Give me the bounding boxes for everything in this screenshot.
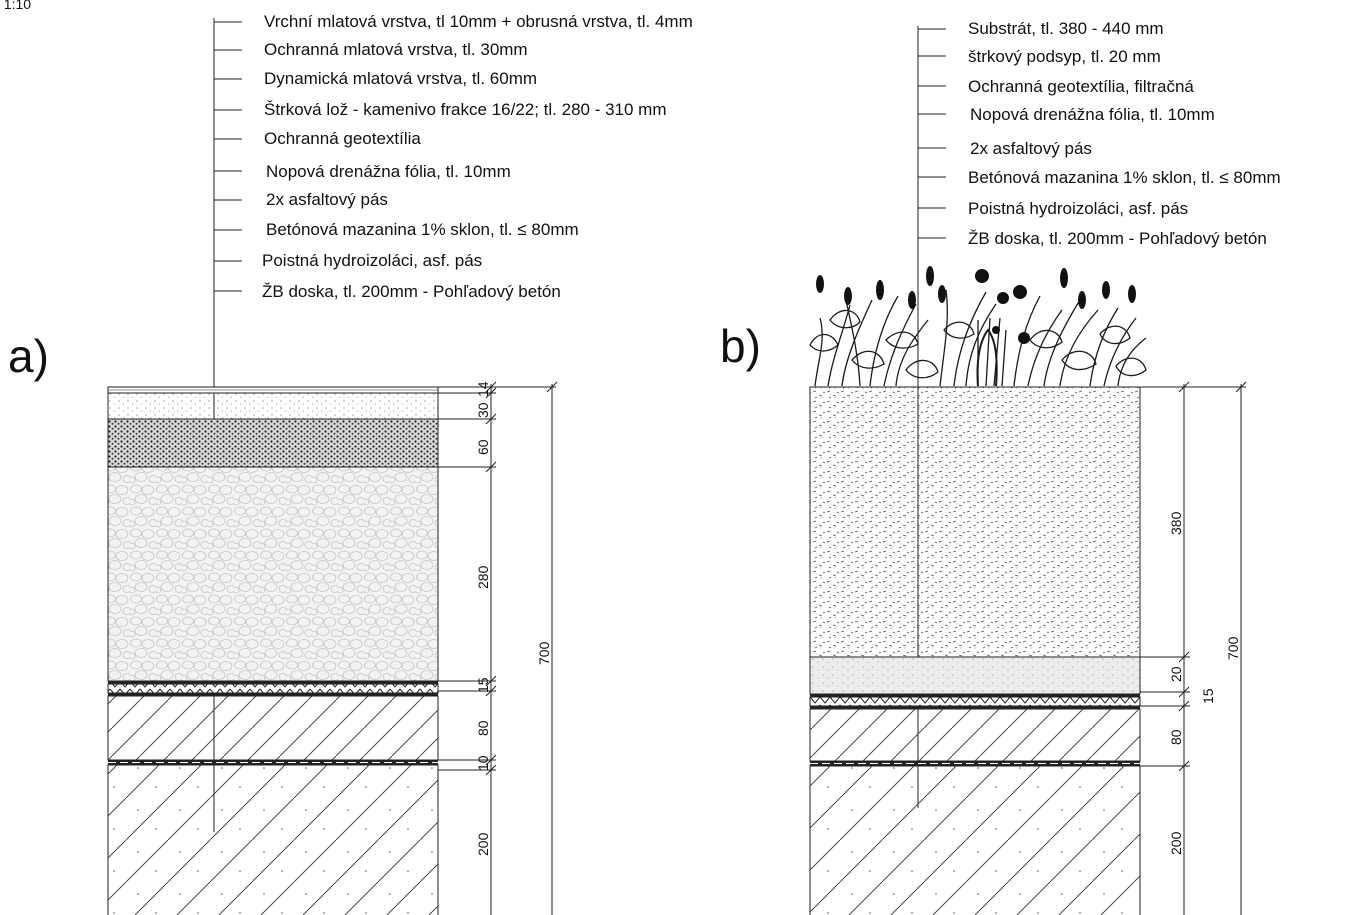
layer-asphalt-strips (108, 693, 438, 696)
layer-label: ŽB doska, tl. 200mm - Pohľadový betón (262, 282, 561, 301)
dimension-chain-a (438, 381, 558, 915)
dimension-chain-b (1140, 381, 1247, 915)
layer-rc-slab (809, 765, 1141, 915)
layer-labels-b: Substrát, tl. 380 - 440 mm štrkový podsy… (918, 19, 1281, 248)
layer-dimpled-membrane (107, 683, 439, 694)
layer-labels-a: Vrchní mlatová vrstva, tl 10mm + obrusná… (214, 12, 693, 301)
dim-value: 200 (475, 832, 491, 856)
layer-label: Poistná hydroizoláci, asf. pás (968, 199, 1188, 218)
dim-value: 80 (1168, 729, 1184, 745)
dim-total: 700 (1225, 636, 1241, 660)
section-a: a) Vrchní mlatová vrstva, tl 10mm + obru… (8, 12, 693, 915)
dim-value: 15 (1200, 688, 1216, 704)
layer-label: Vrchní mlatová vrstva, tl 10mm + obrusná… (264, 12, 693, 31)
layer-label: Ochranná geotextília, filtračná (968, 77, 1194, 96)
dim-total: 700 (536, 641, 552, 665)
dimension-values-b: 380 20 15 80 200 700 (1168, 511, 1241, 855)
layer-label: Ochranná geotextília (264, 129, 421, 148)
layer-label: 2x asfaltový pás (970, 139, 1092, 158)
layer-label: 2x asfaltový pás (266, 190, 388, 209)
layer-label: Nopová drenážna fólia, tl. 10mm (970, 105, 1215, 124)
dim-value: 30 (475, 402, 491, 418)
dim-value: 60 (475, 439, 491, 455)
layer-screed (107, 695, 439, 761)
layer-label: Dynamická mlatová vrstva, tl. 60mm (264, 69, 537, 88)
layer-gravel-bed (107, 466, 439, 682)
dim-value: 10 (475, 755, 491, 771)
scale-label: : 1:10 (0, 0, 31, 12)
dim-value: 200 (1168, 831, 1184, 855)
layer-asphalt-strips (810, 706, 1140, 709)
section-a-layers (107, 386, 439, 915)
layer-label: Štrková lož - kamenivo frakce 16/22; tl.… (264, 100, 667, 119)
section-b-title: b) (720, 320, 761, 372)
layer-safety-waterproofing (108, 760, 438, 765)
section-b: b) Substrát, tl. 380 - 440 mm štrkový po… (720, 19, 1281, 915)
dimension-values-a: 14 30 60 280 15 80 10 200 700 (475, 381, 552, 856)
layer-label: Substrát, tl. 380 - 440 mm (968, 19, 1164, 38)
dim-value: 280 (475, 565, 491, 589)
dim-value: 80 (475, 720, 491, 736)
section-a-title: a) (8, 330, 49, 382)
section-b-layers (809, 386, 1141, 915)
dim-value: 380 (1168, 511, 1184, 535)
layer-substrate (809, 386, 1141, 658)
dim-value: 15 (475, 677, 491, 693)
layer-label: ŽB doska, tl. 200mm - Pohľadový betón (968, 229, 1267, 248)
flower-heads (816, 266, 1136, 344)
dim-value: 14 (475, 381, 491, 397)
layer-protective-aggregate (107, 392, 439, 420)
layer-screed (809, 708, 1141, 762)
layer-geotextile (810, 694, 1140, 697)
layer-dimpled-membrane (809, 696, 1141, 707)
layer-safety-waterproofing (810, 761, 1140, 766)
layer-label: Nopová drenážna fólia, tl. 10mm (266, 162, 511, 181)
layer-label: Betónová mazanina 1% sklon, tl. ≤ 80mm (968, 168, 1281, 187)
dim-value: 20 (1168, 666, 1184, 682)
layer-label: Ochranná mlatová vrstva, tl. 30mm (264, 40, 528, 59)
layer-label: Betónová mazanina 1% sklon, tl. ≤ 80mm (266, 220, 579, 239)
layer-label: Poistná hydroizoláci, asf. pás (262, 251, 482, 270)
layer-label: štrkový podsyp, tl. 20 mm (968, 47, 1161, 66)
layer-rc-slab (107, 764, 439, 915)
layer-dynamic-aggregate (107, 418, 439, 468)
layer-gravel-underlay (809, 656, 1141, 695)
layer-geotextile (108, 681, 438, 684)
vegetation-illustration (809, 289, 1147, 387)
